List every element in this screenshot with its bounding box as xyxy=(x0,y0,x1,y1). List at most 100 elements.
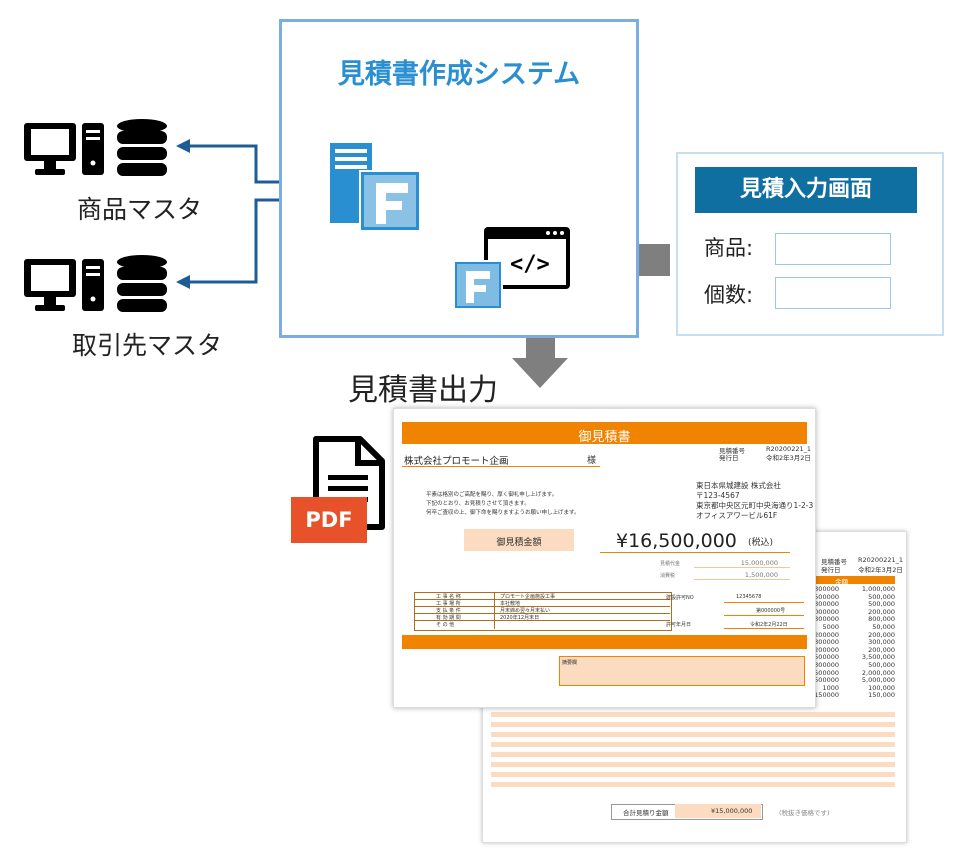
back-row-left-value: 500000 xyxy=(814,653,839,662)
svg-text:</>: </> xyxy=(510,252,550,277)
greeting-line: 平素は格別のご高配を賜り、厚く御礼申し上げます。 xyxy=(426,492,558,498)
back-row-right-value: 800,000 xyxy=(868,615,895,624)
back-row-right-value: 500,000 xyxy=(868,661,895,669)
output-label: 見積書出力 xyxy=(348,373,498,408)
computer-database-icon xyxy=(24,119,167,176)
back-row-right-value: 200,000 xyxy=(868,607,895,616)
back-row-left-value: 000000 xyxy=(814,607,839,616)
back-row-right-value: 5,000,000 xyxy=(861,676,895,685)
back-row-left-value: 500000 xyxy=(814,592,839,601)
condition-value: プロモート企画施設工事 xyxy=(500,594,556,600)
front-title-bar xyxy=(402,422,807,444)
back-row-right-value: 100,000 xyxy=(868,683,895,692)
back-row-left-value: 1000 xyxy=(822,683,839,692)
back-stripe xyxy=(491,742,895,747)
product-master-icons xyxy=(22,118,172,186)
server-icon xyxy=(330,143,421,232)
back-amount-header-bar xyxy=(813,576,895,584)
back-row-left-value: 150000 xyxy=(814,691,839,700)
condition-label: そ の 他 xyxy=(436,622,455,628)
back-row-right-value: 200,000 xyxy=(868,645,895,654)
condition-divider xyxy=(414,620,670,621)
tax-note: (税込) xyxy=(748,538,774,548)
back-stripe xyxy=(491,762,895,767)
condition-label: 有 効 期 間 xyxy=(436,615,461,621)
back-row-left-value: 300000 xyxy=(814,600,839,609)
output-arrow xyxy=(512,325,568,388)
back-row-right-value: 2,000,000 xyxy=(861,668,895,677)
back-row-right-value: 200,000 xyxy=(868,630,895,639)
right-value: 12345678 xyxy=(736,594,762,600)
back-row-right-value: 500,000 xyxy=(868,600,895,609)
back-meta-label: 発行日 xyxy=(821,566,841,574)
system-title: 見積書作成システム xyxy=(337,59,581,90)
issuer-line: オフィスアワービル61F xyxy=(696,511,778,520)
condition-divider xyxy=(414,599,670,600)
condition-label: 工 事 場 所 xyxy=(436,601,461,607)
remarks-label: 摘要欄 xyxy=(562,660,578,666)
back-row-right-value: 1,000,000 xyxy=(861,585,895,593)
back-meta-value: R20200221_1 xyxy=(858,556,903,564)
total-underline xyxy=(600,552,790,553)
back-total-note: (税抜き価格です) xyxy=(779,809,830,817)
back-meta-value: 令和2年3月2日 xyxy=(858,566,903,574)
greeting-line: 何卒ご査収の上、御下命を賜りますようお願い申し上げます。 xyxy=(426,510,580,516)
front-honorific: 様 xyxy=(587,456,597,466)
back-row-right-value: 300,000 xyxy=(868,638,895,647)
issuer-line: 〒123-4567 xyxy=(696,491,740,500)
front-meta-value: 令和2年3月2日 xyxy=(766,454,811,462)
back-total-label: 合計見積り金額 xyxy=(623,809,669,817)
condition-value: 月末締め翌々月末払い xyxy=(500,608,551,614)
estimate-cover-sheet: 御見積書 株式会社プロモート企画 様 見積番号 発行日 R20200221_1 … xyxy=(393,408,816,708)
back-row-left-value: 300000 xyxy=(814,638,839,647)
issuer-line: 東日本県城建設 株式会社 xyxy=(696,481,781,490)
quantity-input[interactable] xyxy=(775,277,891,309)
back-row-left-value: 300000 xyxy=(814,661,839,669)
front-meta-value: R20200221_1 xyxy=(766,445,811,453)
product-field-label: 商品: xyxy=(704,236,754,260)
back-total-value-bg xyxy=(675,804,761,818)
sub-label: 消費税 xyxy=(660,573,676,579)
back-amount-header: 金額 xyxy=(835,578,848,586)
right-label: 建設許可NO xyxy=(666,595,694,601)
total-label-bg xyxy=(464,529,574,551)
right-label: 許可年月日 xyxy=(666,622,692,628)
sub-value: 15,000,000 xyxy=(740,559,778,567)
total-label: 御見積金額 xyxy=(496,538,542,548)
back-row-right-value: 50,000 xyxy=(872,623,895,631)
input-screen-title: 見積入力画面 xyxy=(695,167,917,213)
sub-value: 1,500,000 xyxy=(744,571,778,579)
back-total-value: ¥15,000,000 xyxy=(711,807,753,815)
quantity-field-label: 個数: xyxy=(704,283,754,307)
back-row-left-value: 300000 xyxy=(814,585,839,593)
product-input[interactable] xyxy=(775,233,891,265)
computer-database-icon xyxy=(24,255,167,312)
back-row-right-value: 500,000 xyxy=(868,592,895,601)
condition-column-divider xyxy=(494,592,495,629)
condition-label: 支 払 条 件 xyxy=(436,608,461,614)
sub-underline xyxy=(694,567,790,568)
condition-value: 2020年12月末日 xyxy=(500,615,540,621)
back-meta-label: 見積番号 xyxy=(821,558,847,566)
back-stripe xyxy=(491,752,895,757)
right-value: 令和2年2月22日 xyxy=(750,622,788,628)
back-row-left-value: 300000 xyxy=(814,615,839,624)
back-row-left-value: 200000 xyxy=(814,645,839,654)
customer-master-label: 取引先マスタ xyxy=(72,331,223,360)
right-extra: 第000000号 xyxy=(756,608,786,614)
sub-underline xyxy=(694,579,790,580)
product-master-label: 商品マスタ xyxy=(77,195,203,224)
back-stripe xyxy=(491,712,895,717)
back-row-left-value: 200000 xyxy=(814,630,839,639)
back-row-left-value: 500000 xyxy=(814,668,839,677)
front-title: 御見積書 xyxy=(578,430,631,445)
back-row-left-value: 5000 xyxy=(822,623,839,631)
web-code-icon: </> xyxy=(453,227,570,310)
recipient-underline xyxy=(402,466,600,467)
back-stripe xyxy=(491,782,895,787)
back-stripe xyxy=(491,722,895,727)
sub-label: 見積代金 xyxy=(660,561,681,567)
total-value: ¥16,500,000 xyxy=(616,530,737,552)
back-stripe xyxy=(491,772,895,777)
back-stripe xyxy=(491,732,895,737)
